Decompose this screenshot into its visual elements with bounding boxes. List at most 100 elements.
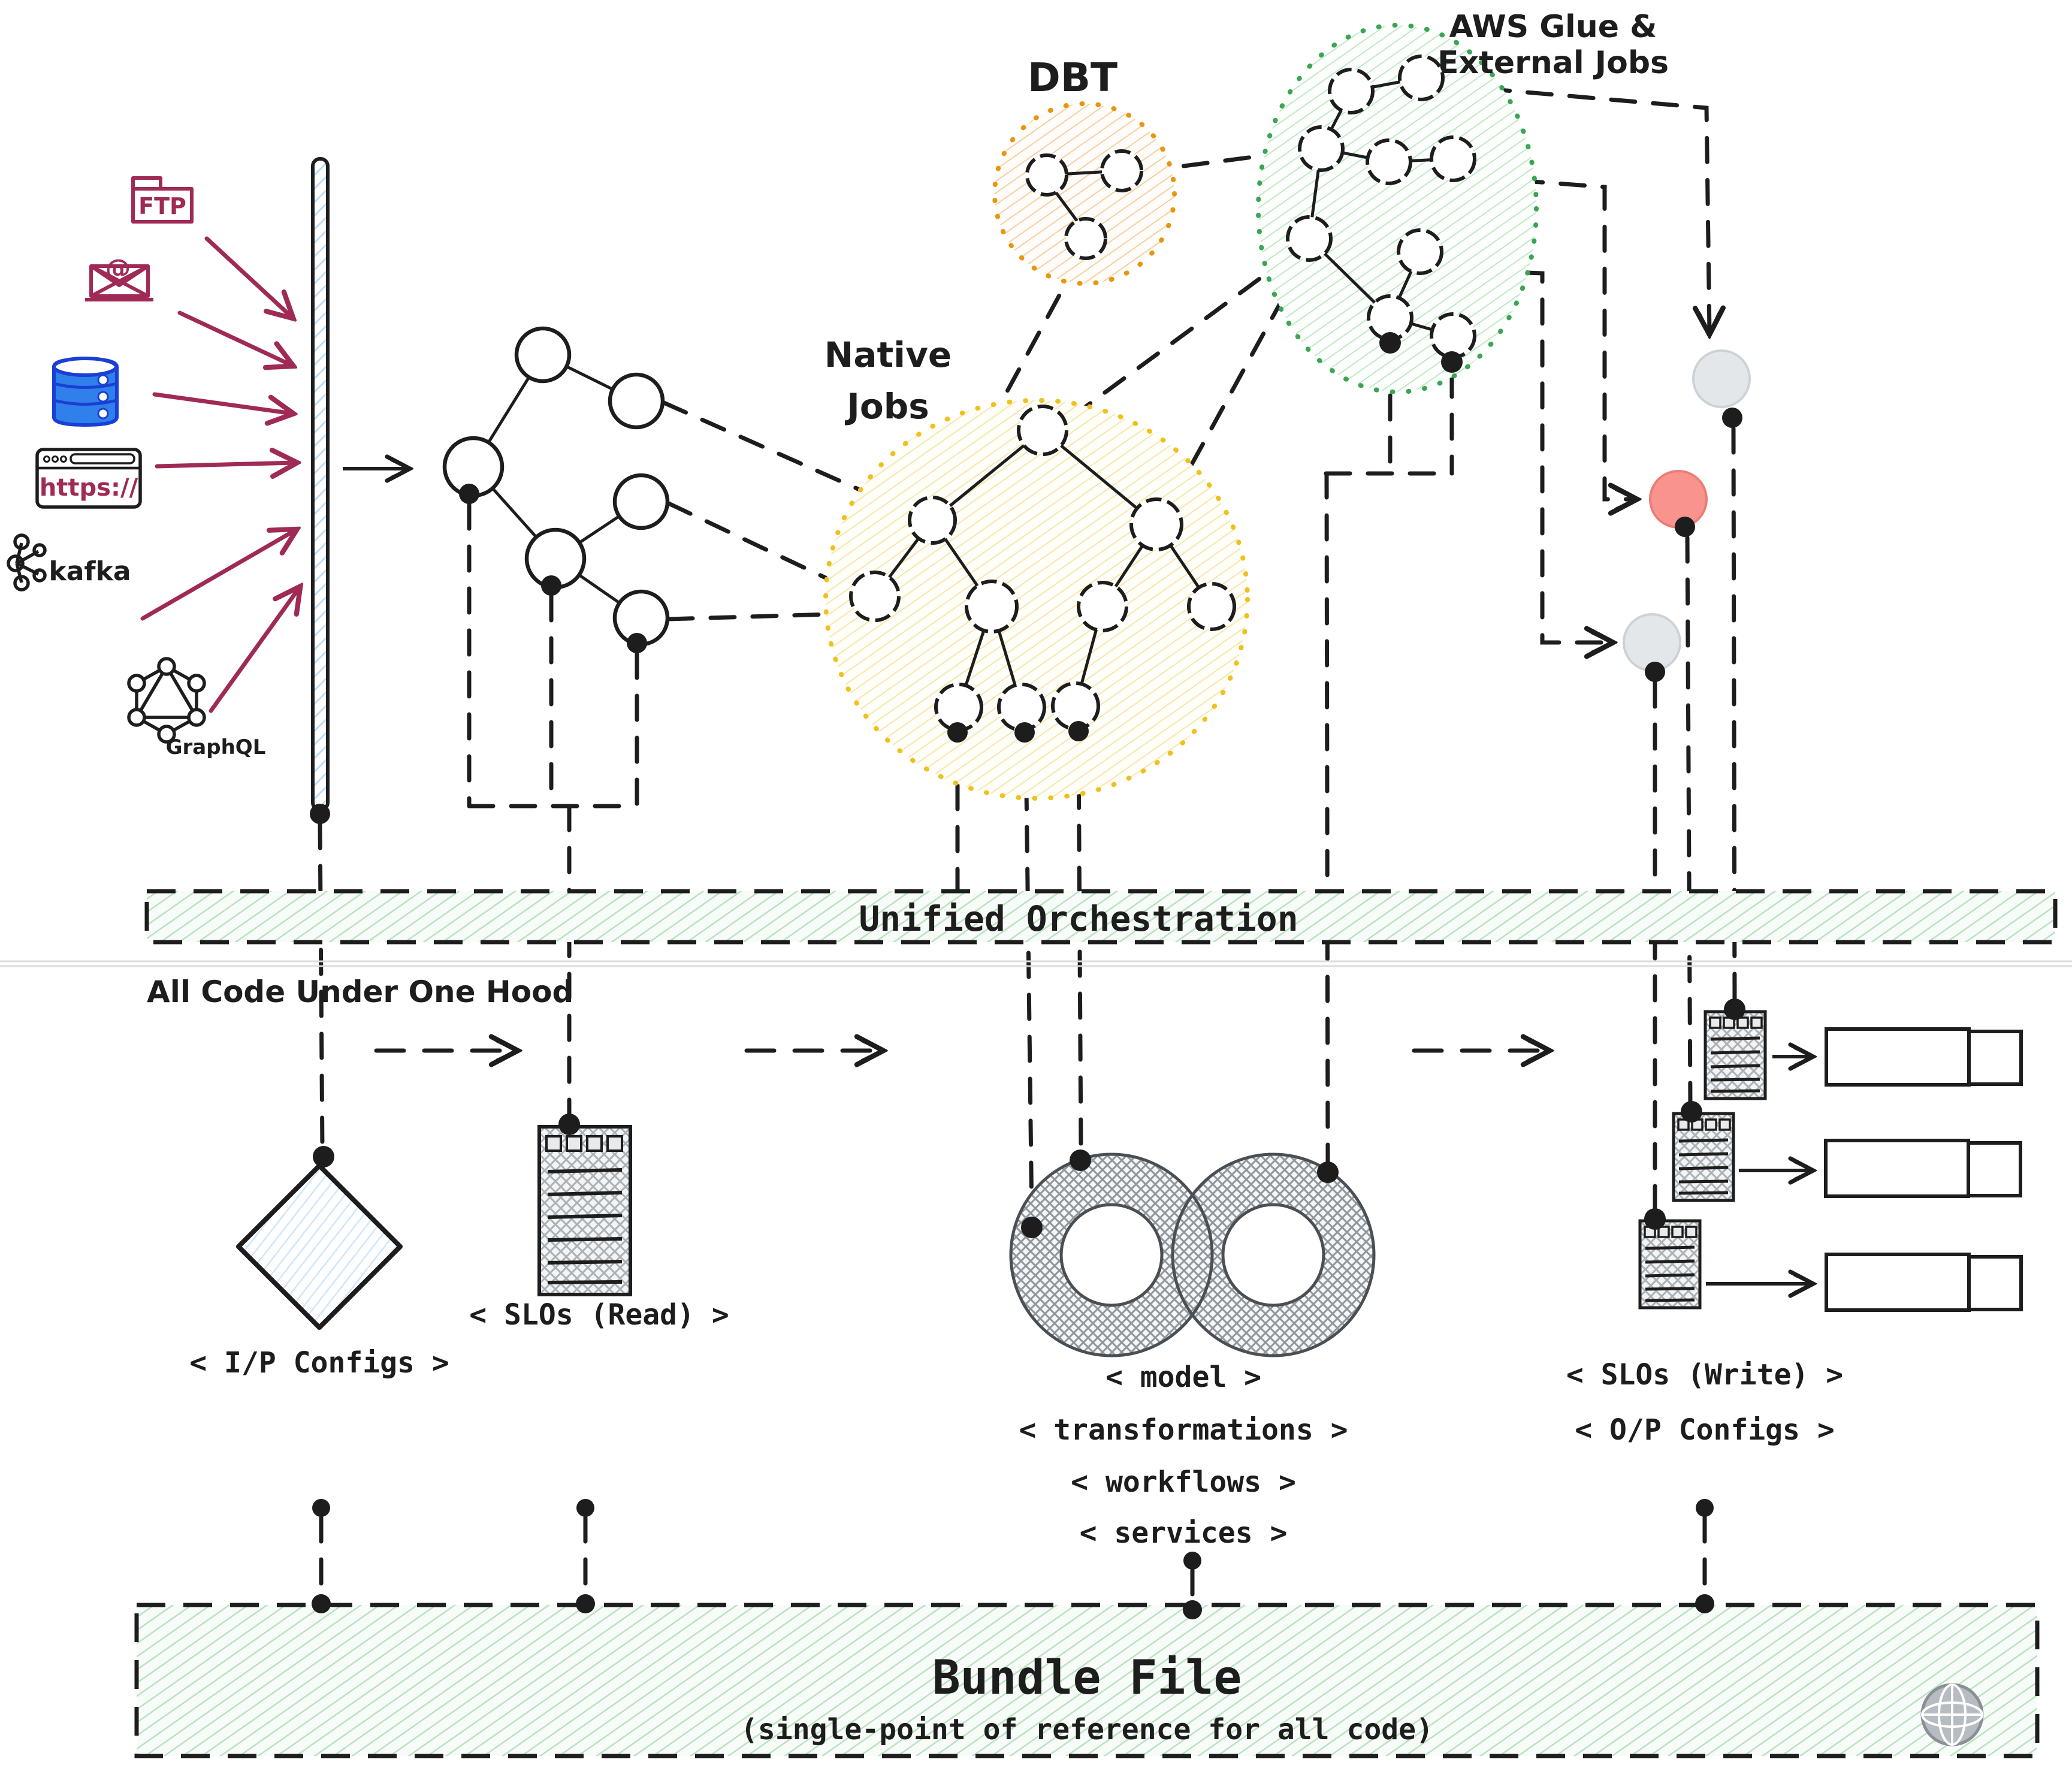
line-native3-to-infinity xyxy=(1076,740,1083,1151)
https-label: https:// xyxy=(40,474,138,502)
globe-icon xyxy=(1920,1683,1984,1746)
model-label: < model > xyxy=(1106,1360,1261,1394)
line-red-to-doc xyxy=(1685,535,1693,1106)
data-sources: FTP @ https:// xyxy=(7,176,300,759)
ingestion-bar-anchor-dot xyxy=(310,804,330,824)
cluster-dbt: DBT xyxy=(992,55,1177,286)
output-target-3 xyxy=(1826,1254,2021,1310)
aws-anchor-dots xyxy=(1379,332,1463,373)
slos-read-anchor-dot xyxy=(558,1114,580,1135)
slos-read-label: < SLOs (Read) > xyxy=(469,1298,729,1332)
aws-node xyxy=(1328,68,1375,114)
dag-node xyxy=(608,372,665,430)
ip-configs-label: < I/P Configs > xyxy=(189,1346,449,1380)
unified-orchestration-label: Unified Orchestration xyxy=(859,898,1298,939)
infinity-icon xyxy=(1009,1149,1376,1357)
slos-write-document-2 xyxy=(1674,1114,1733,1200)
ingestion-dag xyxy=(442,326,670,653)
native-node xyxy=(849,571,901,622)
line-aws-to-gray1 xyxy=(1442,83,1709,333)
slos-read-artifact: < SLOs (Read) > xyxy=(469,1114,729,1332)
dag-node xyxy=(514,326,572,384)
aws-title-line1: AWS Glue & xyxy=(1449,9,1657,45)
native-anchor-dots xyxy=(947,721,1089,743)
graphql-icon xyxy=(127,657,206,744)
status-circle-gray-1 xyxy=(1692,349,1751,408)
status-dot-1 xyxy=(1722,408,1742,428)
section-divider xyxy=(0,960,2072,967)
slos-write-document-3 xyxy=(1640,1221,1700,1308)
aws-node xyxy=(1366,138,1412,185)
line-aws-to-red xyxy=(1475,175,1636,499)
ftp-icon: FTP xyxy=(131,176,194,224)
email-at-glyph: @ xyxy=(105,254,131,283)
output-target-2 xyxy=(1826,1141,2020,1196)
native-nodes xyxy=(849,405,1236,732)
native-node xyxy=(1017,405,1068,456)
write-doc-dot-3 xyxy=(1644,1208,1666,1230)
aws-node xyxy=(1430,312,1476,359)
bundle-file-banner: Bundle File (single-point of reference f… xyxy=(134,1499,2040,1758)
browser-icon: https:// xyxy=(35,448,142,509)
workflows-label: < workflows > xyxy=(1071,1465,1296,1499)
all-code-section-label: All Code Under One Hood xyxy=(147,974,573,1009)
line-bar-to-ip-configs xyxy=(318,822,325,1152)
services-label: < services > xyxy=(1080,1516,1288,1550)
arrow-https xyxy=(155,463,296,466)
write-artifacts: < SLOs (Write) > < O/P Configs > xyxy=(1566,998,2021,1447)
write-output-arrows xyxy=(1706,1057,1812,1284)
aws-nodes xyxy=(1286,55,1476,359)
code-artifact-labels: < model > < transformations > < workflow… xyxy=(1019,1360,1348,1550)
line-aws-to-native-top xyxy=(1064,252,1295,423)
dashed-connectors xyxy=(318,83,1737,1606)
arrow-graphql xyxy=(209,587,300,713)
ip-configs-artifact: < I/P Configs > xyxy=(189,1146,449,1380)
unified-orchestration-banner: Unified Orchestration xyxy=(144,889,2058,945)
kafka-label: kafka xyxy=(49,556,131,587)
infinity-anchor-dot-2 xyxy=(1070,1149,1091,1171)
database-icon xyxy=(52,357,119,427)
aws-title-line2: External Jobs xyxy=(1437,45,1669,81)
ip-configs-diamond xyxy=(236,1163,403,1330)
dbt-title: DBT xyxy=(1028,55,1117,101)
bundle-anchor-dots xyxy=(312,1499,1714,1619)
arrow-database xyxy=(152,392,292,414)
dbt-nodes xyxy=(1025,149,1143,260)
line-dag-to-native-2 xyxy=(666,501,854,593)
dag-anchor-dots xyxy=(459,484,647,653)
email-icon: @ xyxy=(85,254,153,301)
output-target-1 xyxy=(1826,1029,2021,1085)
line-native2-to-infinity xyxy=(1023,741,1034,1219)
native-jobs-title-line1: Native xyxy=(824,334,952,375)
bundle-file-subtitle: (single-point of reference for all code) xyxy=(741,1713,1433,1746)
dag-nodes xyxy=(442,326,670,647)
line-dag-to-native-3 xyxy=(666,608,970,621)
slos-read-document xyxy=(537,1125,632,1296)
aws-node xyxy=(1286,215,1333,262)
infinity-anchor-dot-3 xyxy=(1317,1161,1339,1183)
native-node xyxy=(1129,497,1183,551)
line-aws-to-infinity xyxy=(1324,471,1330,1164)
arrow-email xyxy=(177,310,292,366)
native-node xyxy=(1187,582,1236,631)
ftp-label: FTP xyxy=(138,193,186,219)
bundle-file-title: Bundle File xyxy=(932,1651,1242,1705)
aws-node xyxy=(1398,55,1445,101)
write-doc-dot-2 xyxy=(1681,1101,1702,1123)
status-dot-3 xyxy=(1645,662,1665,682)
native-jobs-title-line2: Jobs xyxy=(844,386,929,427)
slos-write-document-1 xyxy=(1705,1012,1765,1099)
write-doc-dot-1 xyxy=(1724,998,1745,1020)
source-arrows xyxy=(140,236,300,713)
ingestion-bar xyxy=(310,157,409,824)
dbt-node xyxy=(1100,149,1143,192)
slos-write-label: < SLOs (Write) > xyxy=(1566,1358,1843,1392)
kafka-icon xyxy=(7,533,47,592)
infinity-anchor-dot-1 xyxy=(1021,1217,1043,1238)
dbt-node xyxy=(1025,153,1068,197)
status-circle-red xyxy=(1649,470,1708,529)
arrow-kafka xyxy=(140,530,296,621)
op-configs-label: < O/P Configs > xyxy=(1575,1413,1834,1447)
arrow-ftp xyxy=(204,236,292,318)
